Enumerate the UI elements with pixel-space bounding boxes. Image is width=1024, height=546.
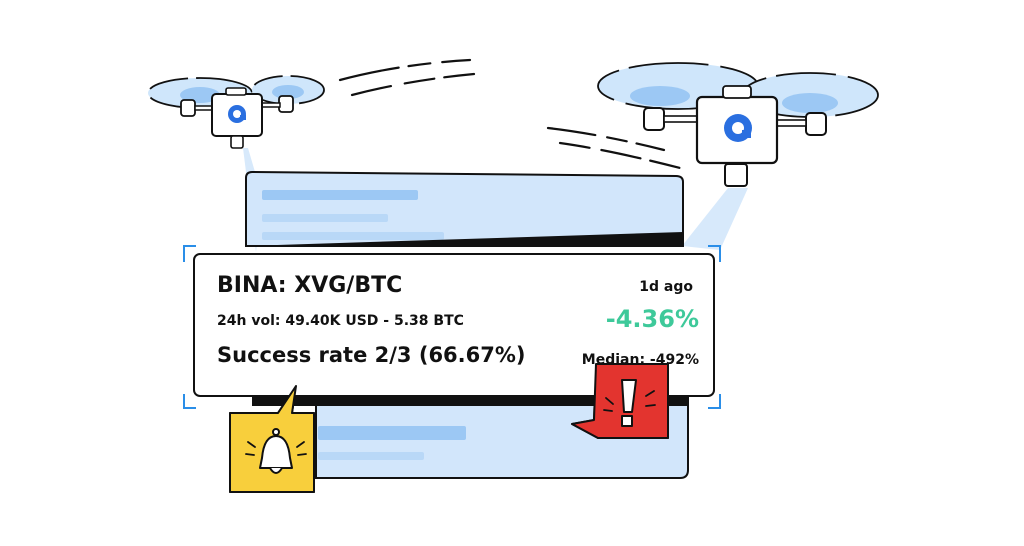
back-panel-top [245, 170, 684, 247]
drone-icon [724, 114, 752, 142]
ticker-card: BINA: XVG/BTC 1d ago 24h vol: 49.40K USD… [193, 253, 715, 397]
right-drone [597, 62, 879, 187]
pair-label: BINA: XVG/BTC [217, 273, 403, 298]
left-drone [147, 75, 325, 149]
success-rate-label: Success rate 2/3 (66.67%) [217, 343, 526, 367]
motion-lines [338, 58, 682, 170]
focus-brackets [183, 245, 721, 409]
median-label: Median: -492% [581, 352, 699, 368]
age-label: 1d ago [639, 279, 693, 295]
right-scan-beam [682, 188, 748, 250]
drone-icon [228, 105, 246, 123]
volume-label: 24h vol: 49.40K USD - 5.38 BTC [217, 313, 464, 329]
change-value: -4.36% [605, 305, 699, 333]
